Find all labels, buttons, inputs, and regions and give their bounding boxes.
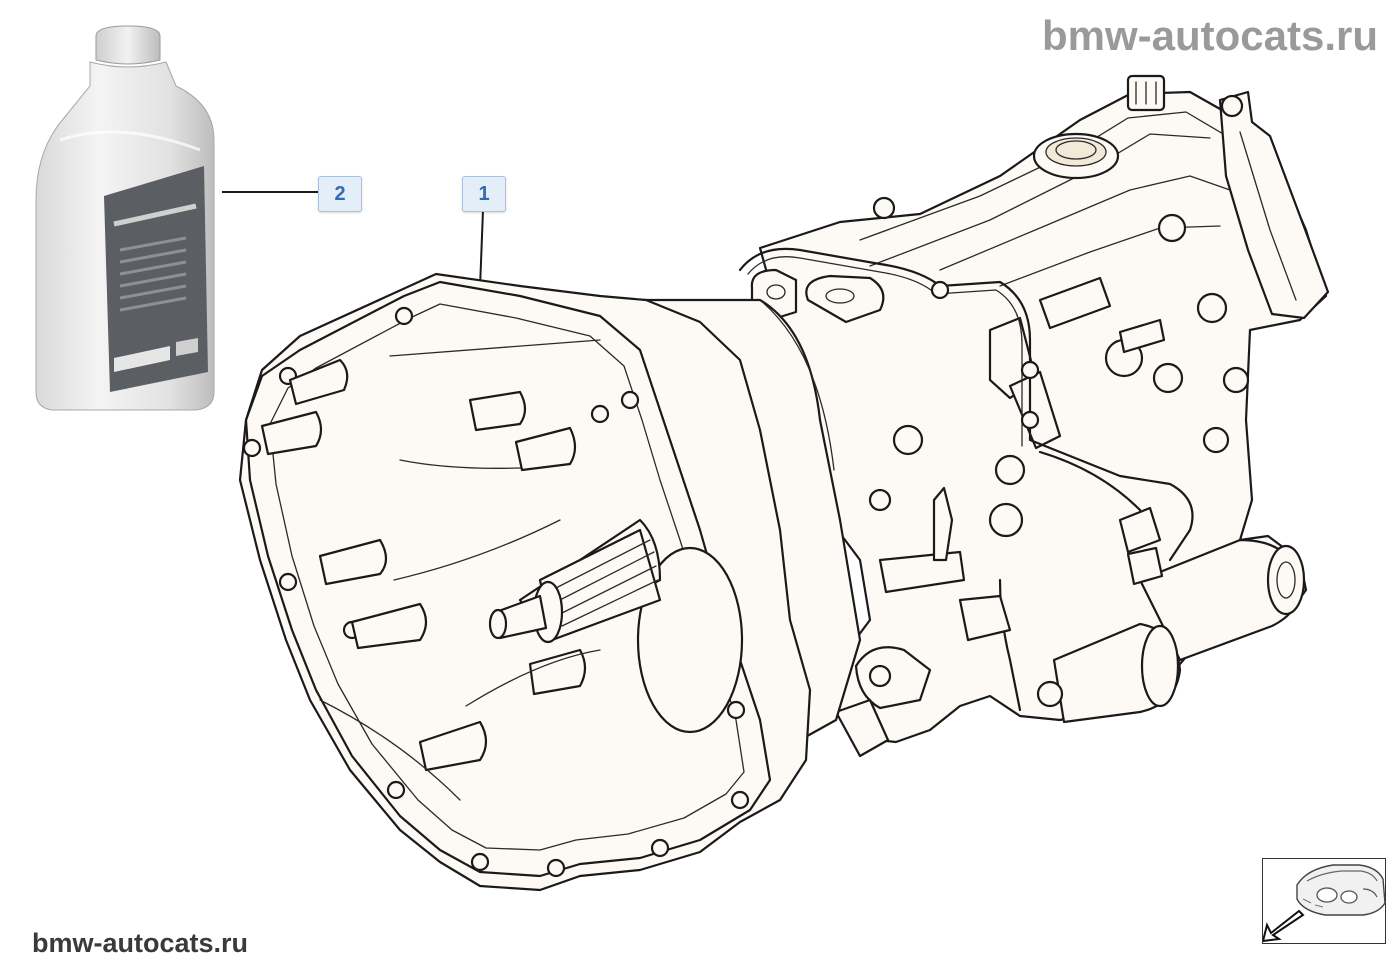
callout-part-1[interactable]: 1 <box>462 176 506 212</box>
car-front-arrow-icon <box>1263 864 1386 943</box>
watermark-bottom: bmw-autocats.ru <box>32 928 249 958</box>
oil-bottle-illustration[interactable] <box>35 25 215 411</box>
watermark-top: bmw-autocats.ru <box>1041 12 1378 59</box>
car-view-nav-button[interactable] <box>1262 858 1386 944</box>
callout-part-2[interactable]: 2 <box>318 176 362 212</box>
gearbox-illustration[interactable] <box>238 74 1330 892</box>
leader-line-1 <box>479 209 484 289</box>
